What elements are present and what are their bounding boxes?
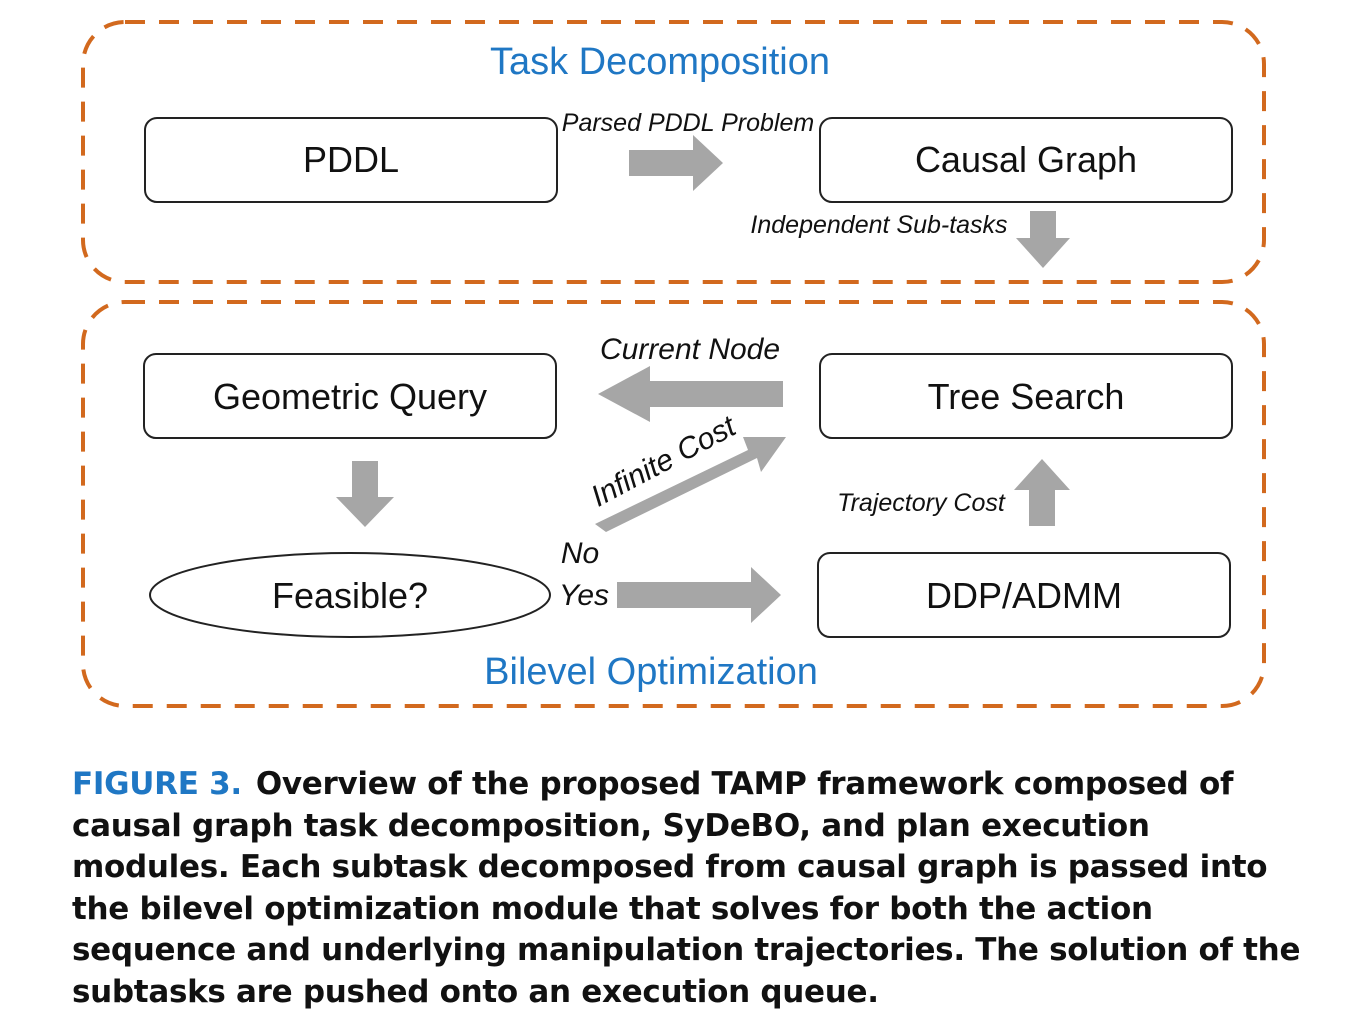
caption-text: Overview of the proposed TAMP framework … [72, 766, 1301, 1010]
label-yes: Yes [559, 579, 609, 612]
arrow-trajectory-cost [1014, 459, 1070, 526]
pddl-label: PDDL [303, 139, 399, 180]
label-independent-subtasks: Independent Sub-tasks [750, 211, 1007, 239]
label-no: No [561, 537, 599, 570]
causal-graph-box [819, 117, 1233, 203]
ddp-admm-label: DDP/ADMM [926, 575, 1122, 616]
pddl-box [144, 117, 558, 203]
bilevel-optimization-title: Bilevel Optimization [484, 651, 818, 693]
bilevel-optimization-group [81, 300, 1266, 708]
geometric-query-box [143, 353, 557, 439]
tree-search-box [819, 353, 1233, 439]
tree-search-label: Tree Search [928, 376, 1125, 417]
feasible-label: Feasible? [272, 575, 428, 616]
arrow-independent-subtasks [1016, 211, 1070, 268]
label-current-node: Current Node [600, 333, 780, 366]
ddp-admm-box [817, 552, 1231, 638]
figure-caption: FIGURE 3.Overview of the proposed TAMP f… [72, 764, 1312, 1014]
arrow-parsed-pddl [629, 135, 723, 191]
arrow-current-node [598, 366, 783, 422]
causal-graph-label: Causal Graph [915, 139, 1137, 180]
label-parsed-pddl: Parsed PDDL Problem [562, 109, 814, 137]
feasible-ellipse [149, 552, 551, 638]
task-decomposition-title: Task Decomposition [490, 41, 830, 83]
task-decomposition-group [81, 20, 1266, 284]
figure-label: FIGURE 3. [72, 766, 242, 802]
geometric-query-label: Geometric Query [213, 376, 487, 417]
arrow-infinite-cost [595, 437, 786, 532]
arrow-query-to-feasible [336, 461, 394, 527]
arrow-yes [617, 567, 781, 623]
framework-diagram: Task Decomposition Bilevel Optimization … [81, 20, 1266, 708]
label-trajectory-cost: Trajectory Cost [837, 489, 1006, 517]
